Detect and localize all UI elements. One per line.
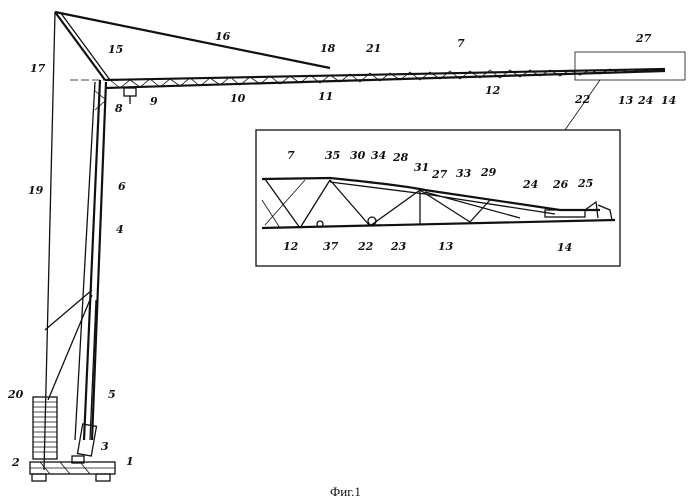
label-17: 17 (30, 62, 46, 75)
label-2: 2 (11, 456, 20, 469)
label-19: 19 (28, 184, 44, 197)
label-3: 3 (101, 440, 109, 453)
label-14: 14 (661, 94, 676, 107)
label-4: 4 (116, 223, 124, 236)
inset-label-12: 12 (283, 240, 299, 253)
main-reference-numerals: 17 15 16 18 21 7 27 9 10 11 12 8 22 13 2… (7, 30, 676, 469)
inset-label-30: 30 (350, 149, 366, 162)
inset-label-26: 26 (552, 178, 569, 191)
inset-label-31: 31 (414, 161, 429, 174)
inset-label-27: 27 (431, 168, 448, 181)
inset-label-24: 24 (522, 178, 538, 191)
label-21: 21 (365, 42, 381, 55)
inset-label-7: 7 (287, 149, 295, 162)
label-27: 27 (635, 32, 652, 45)
jib-strut-15 (55, 12, 105, 80)
detail-callout-box (575, 52, 685, 80)
label-10: 10 (230, 92, 246, 105)
inset-label-13: 13 (438, 240, 454, 253)
label-12: 12 (485, 84, 501, 97)
label-24: 24 (637, 94, 653, 107)
label-22: 22 (574, 93, 591, 106)
label-6: 6 (118, 180, 126, 193)
label-1: 1 (126, 455, 134, 468)
inset-label-34: 34 (371, 149, 386, 162)
label-16: 16 (215, 30, 231, 43)
mast-4 (45, 80, 106, 456)
inset-label-35: 35 (325, 149, 340, 162)
inset-label-33: 33 (456, 167, 472, 180)
label-7: 7 (457, 37, 465, 50)
trolley-9 (124, 88, 136, 96)
inset-label-14: 14 (557, 241, 572, 254)
rope-19 (44, 12, 55, 470)
inset-label-25: 25 (577, 177, 593, 190)
label-20: 20 (7, 388, 24, 401)
label-11: 11 (318, 90, 333, 103)
figure-caption: Фиг.1 (330, 484, 361, 499)
inset-label-22: 22 (357, 240, 374, 253)
label-8: 8 (115, 102, 123, 115)
label-13: 13 (618, 94, 634, 107)
inset-label-28: 28 (392, 151, 409, 164)
label-15: 15 (108, 43, 123, 56)
label-9: 9 (150, 95, 158, 108)
base-1 (30, 456, 115, 481)
guy-rope-16 (55, 12, 330, 68)
label-18: 18 (320, 42, 336, 55)
inset-label-23: 23 (390, 240, 407, 253)
label-5: 5 (108, 388, 116, 401)
inset-label-37: 37 (323, 240, 339, 253)
inset-label-29: 29 (480, 166, 497, 179)
